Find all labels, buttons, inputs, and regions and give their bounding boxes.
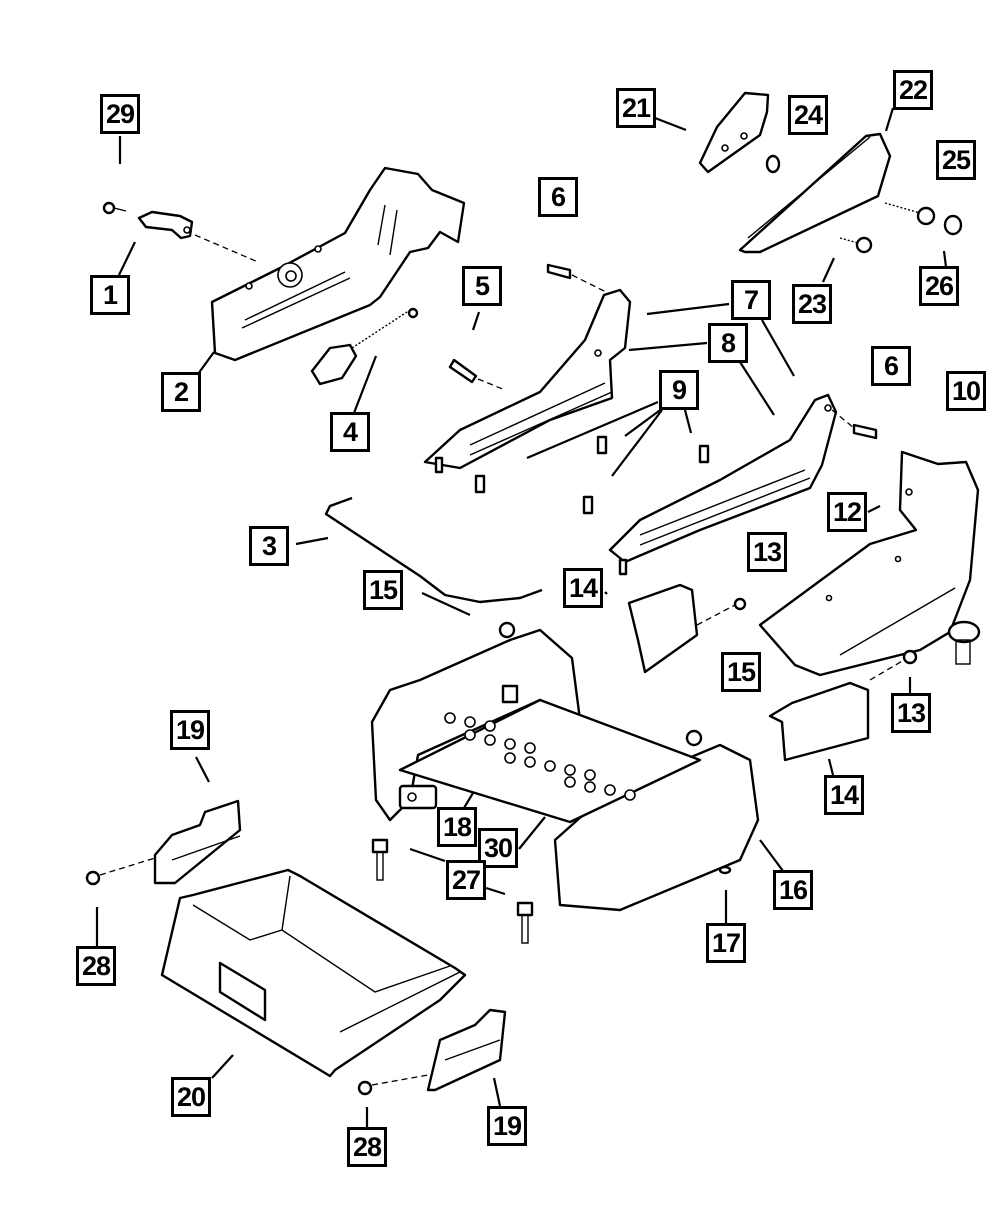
callout-10: 10 [946, 371, 986, 411]
callout-26: 26 [919, 266, 959, 306]
part-recliner-cover-21 [698, 91, 781, 174]
callout-7: 7 [731, 280, 771, 320]
part-storage-drawer-20 [160, 868, 467, 1078]
callout-27: 27 [446, 860, 486, 900]
part-seat-riser-16 [370, 621, 760, 912]
part-outboard-shield-12 [758, 450, 980, 677]
callout-30: 30 [478, 828, 518, 868]
callout-18: 18 [437, 807, 477, 847]
part-armrest-22 [738, 132, 892, 254]
callout-14-upper: 14 [563, 568, 603, 608]
callout-22: 22 [893, 70, 933, 110]
callout-16: 16 [773, 870, 813, 910]
callout-9: 9 [659, 370, 699, 410]
part-release-handle-4 [310, 307, 419, 386]
callout-19-upper: 19 [170, 710, 210, 750]
callout-13-upper: 13 [747, 532, 787, 572]
callout-4: 4 [330, 412, 370, 452]
part-riser-bolts-27 [371, 838, 732, 944]
part-armrest-bolts-23 [839, 202, 963, 254]
part-seat-track-inboard [423, 263, 632, 474]
part-side-shield-2 [210, 166, 466, 362]
callout-12: 12 [827, 492, 867, 532]
callout-23: 23 [792, 284, 832, 324]
callout-3: 3 [249, 526, 289, 566]
part-bracket-1 [102, 201, 259, 263]
callout-28-left: 28 [76, 946, 116, 986]
callout-5: 5 [462, 266, 502, 306]
part-bracket-14 [768, 620, 981, 762]
callout-15-right: 15 [721, 652, 761, 692]
part-wire-rod-3 [324, 496, 543, 604]
callout-19-lower: 19 [487, 1106, 527, 1146]
leader-lines [95, 107, 948, 1128]
part-drawer-slide-19-left [85, 799, 242, 886]
callout-29: 29 [100, 94, 140, 134]
riser-pan-holes [444, 712, 636, 801]
callout-20: 20 [171, 1077, 211, 1117]
part-track-bolts-9 [474, 435, 710, 515]
callout-13-lower: 13 [891, 693, 931, 733]
part-drawer-slide-19-right [357, 1008, 507, 1096]
callout-24: 24 [788, 95, 828, 135]
callout-14-lower: 14 [824, 775, 864, 815]
callout-2: 2 [161, 372, 201, 412]
callout-6-right: 6 [871, 346, 911, 386]
callout-1: 1 [90, 275, 130, 315]
part-seat-track-outboard [608, 393, 878, 576]
callout-15-left: 15 [363, 570, 403, 610]
callout-25: 25 [936, 140, 976, 180]
callout-6-top: 6 [538, 177, 578, 217]
part-bracket-15 [627, 583, 747, 674]
callout-21: 21 [616, 88, 656, 128]
callout-28-right: 28 [347, 1127, 387, 1167]
callout-17: 17 [706, 923, 746, 963]
callout-8: 8 [708, 323, 748, 363]
